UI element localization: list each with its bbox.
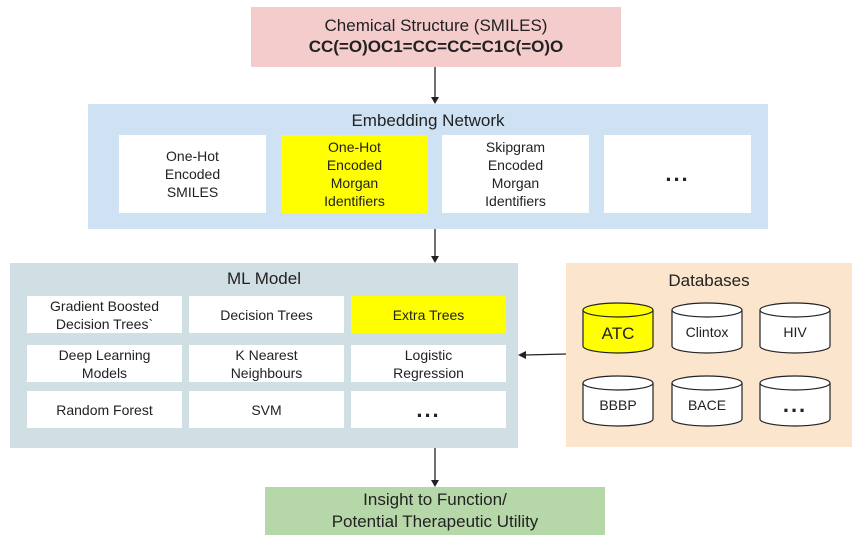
database-label: BACE xyxy=(687,397,727,413)
ml-model-item: SVM xyxy=(189,391,344,428)
ml-model-item: Logistic Regression xyxy=(351,345,506,382)
database-cylinder: ... xyxy=(759,375,831,427)
embedding-item-label: Skipgram Encoded Morgan Identifiers xyxy=(485,139,546,209)
chemical-structure-box: Chemical Structure (SMILES) CC(=O)OC1=CC… xyxy=(251,7,621,67)
embedding-item: One-Hot Encoded SMILES xyxy=(119,135,266,213)
embedding-item: One-Hot Encoded Morgan Identifiers xyxy=(281,135,428,213)
ml-model-item-label: SVM xyxy=(251,401,282,418)
databases-title: Databases xyxy=(668,271,750,290)
arrow-databases-to-ml xyxy=(518,351,567,359)
embedding-item-label: One-Hot Encoded SMILES xyxy=(164,148,221,200)
ml-model-item: Decision Trees xyxy=(189,296,344,333)
ml-model-item-label: Gradient Boosted Decision Trees` xyxy=(50,297,159,332)
insight-line-2: Potential Therapeutic Utility xyxy=(331,512,539,531)
ml-model-item-label: Extra Trees xyxy=(392,306,465,323)
ml-model-item: K Nearest Neighbours xyxy=(189,345,344,382)
embedding-network-title: Embedding Network xyxy=(351,111,505,130)
embedding-item-ellipsis: ... xyxy=(665,161,690,186)
ml-model-item-label: Deep Learning Models xyxy=(58,346,151,381)
database-cylinder: BBBP xyxy=(582,375,654,427)
ml-model-item-label: Decision Trees xyxy=(220,306,313,323)
ml-model-item-ellipsis: ... xyxy=(416,396,441,422)
insight-line-1: Insight to Function/ xyxy=(363,490,507,509)
ml-model-item-label: K Nearest Neighbours xyxy=(230,346,303,381)
embedding-item-label: One-Hot Encoded Morgan Identifiers xyxy=(324,139,385,209)
smiles-string: CC(=O)OC1=CC=CC=C1C(=O)O xyxy=(308,37,564,56)
ml-model-item: ... xyxy=(351,391,506,428)
database-label: BBBP xyxy=(599,397,637,413)
database-cylinder: Clintox xyxy=(671,302,743,354)
insight-box: Insight to Function/ Potential Therapeut… xyxy=(265,487,605,535)
database-label: Clintox xyxy=(685,324,729,340)
arrow-structure-to-embedding xyxy=(431,67,439,104)
database-cylinder: BACE xyxy=(671,375,743,427)
chemical-structure-title: Chemical Structure (SMILES) xyxy=(324,16,548,35)
ml-model-item: Random Forest xyxy=(27,391,182,428)
arrow-embedding-to-ml xyxy=(431,229,439,263)
arrow-ml-to-insight xyxy=(431,448,439,487)
embedding-item: ... xyxy=(604,135,751,213)
database-cylinder: ATC xyxy=(582,302,654,354)
ml-model-item: Gradient Boosted Decision Trees` xyxy=(27,296,182,333)
ml-model-item-label: Logistic Regression xyxy=(393,346,464,381)
database-label: ATC xyxy=(601,324,635,343)
ml-model-item: Deep Learning Models xyxy=(27,345,182,382)
ml-model-item-label: Random Forest xyxy=(56,401,153,418)
ml-model-item: Extra Trees xyxy=(351,296,506,333)
ml-model-title: ML Model xyxy=(226,269,301,288)
database-cylinder: HIV xyxy=(759,302,831,354)
embedding-item: Skipgram Encoded Morgan Identifiers xyxy=(442,135,589,213)
database-label: HIV xyxy=(783,324,807,340)
database-label: ... xyxy=(782,392,808,417)
